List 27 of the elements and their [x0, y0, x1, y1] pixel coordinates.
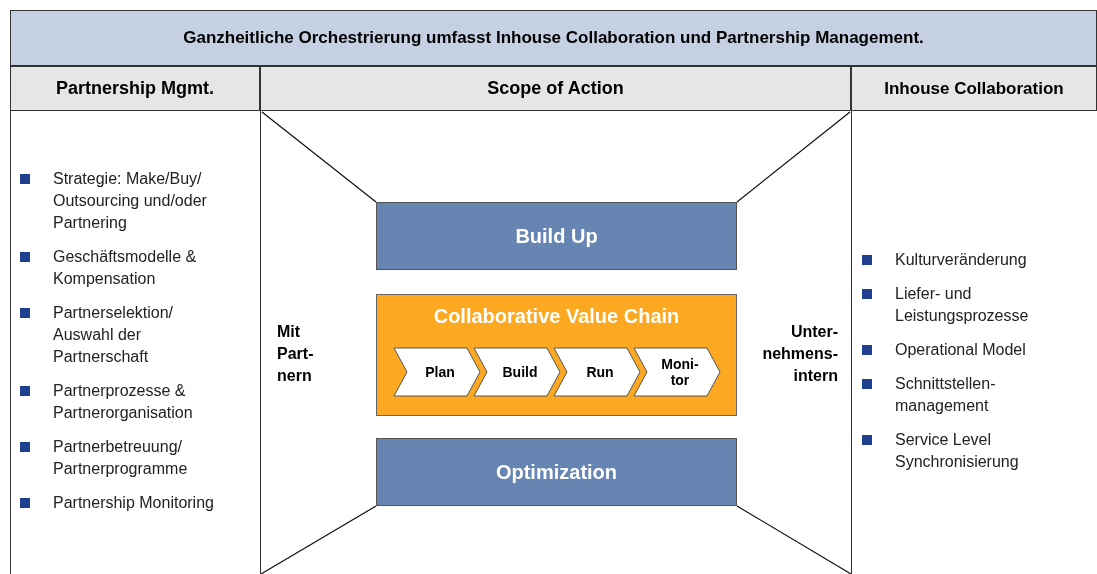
box-heading: Collaborative Value Chain: [432, 304, 681, 329]
title: Ganzheitliche Orchestrierung umfasst Inhouse Collaboration und Partnership Management.: [183, 27, 924, 50]
list-item: Operational Model: [895, 340, 1027, 360]
header-text: Inhouse Collaboration: [884, 77, 1064, 100]
chevron-step: Run: [553, 347, 641, 397]
list-item: Partnership Monitoring: [53, 493, 215, 513]
header-text: Scope of Action: [487, 77, 624, 100]
list-item: Strategie: Make/Buy/ Outsourcing und/oder Partnering: [53, 169, 208, 233]
list-item: Kulturveränderung: [895, 250, 1028, 270]
chevron-step: Moni- tor: [633, 347, 721, 397]
side-label: Mit Part- nern: [277, 322, 315, 386]
list-item: Geschäftsmodelle & Kompensation: [53, 247, 198, 289]
list-item: Schnittstellen- management: [895, 374, 997, 416]
list-item: Partnerbetreuung/ Partnerprogramme: [53, 437, 189, 479]
header-text: Partnership Mgmt.: [56, 77, 214, 100]
process-box: [376, 438, 737, 506]
chevron-step: Plan: [393, 347, 481, 397]
list-item: Partnerselektion/ Auswahl der Partnerschaft: [53, 303, 175, 367]
list-item: Service Level Synchronisierung: [895, 430, 1020, 472]
chevron-step: Build: [473, 347, 561, 397]
box-label: Build Up: [515, 224, 598, 249]
process-box: [376, 294, 737, 416]
list-item: Partnerprozesse & Partnerorganisation: [53, 381, 194, 423]
side-label: Unter- nehmens- intern: [761, 322, 838, 386]
box-label: Optimization: [495, 460, 618, 485]
list-item: Liefer- und Leistungsprozesse: [895, 284, 1030, 326]
process-box: [376, 202, 737, 270]
